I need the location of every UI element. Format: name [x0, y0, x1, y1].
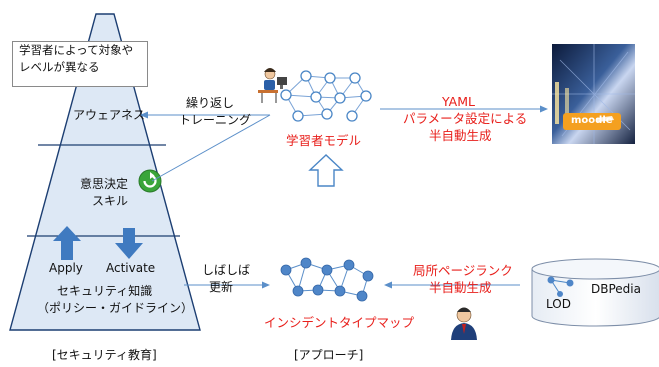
learner-at-desk-icon	[258, 68, 287, 103]
pagerank-label-2: 半自動生成	[429, 280, 492, 295]
security-knowledge-label-1: セキュリティ知識	[57, 284, 153, 298]
update-arrow	[184, 281, 270, 289]
cycle-green-icon	[138, 169, 162, 193]
decision-skill-label-2: スキル	[92, 194, 129, 208]
yaml-arrow	[380, 105, 548, 113]
awareness-label: アウェアネス	[73, 108, 146, 122]
activate-down-arrow-icon	[115, 228, 143, 259]
yaml-label-2: パラメータ設定による	[403, 111, 528, 126]
pagerank-label-1: 局所ページランク	[413, 263, 513, 278]
training-arrow	[140, 111, 270, 119]
yaml-label-3: 半自動生成	[429, 128, 492, 143]
note-line-1: 学習者によって対象や	[19, 43, 134, 57]
update-label-2: 更新	[209, 280, 234, 294]
note-line-2: レベルが異なる	[19, 60, 100, 74]
moodle-logo-text: moodle	[571, 115, 613, 126]
lod-label: LOD	[546, 297, 571, 311]
learner-model-label: 学習者モデル	[286, 133, 362, 148]
pagerank-arrow	[384, 281, 520, 289]
learner-model-network	[280, 70, 372, 122]
feedback-up-arrow-icon	[308, 154, 344, 187]
incident-map-label: インシデントタイプマップ	[264, 315, 415, 330]
apply-up-arrow-icon	[53, 226, 81, 260]
repeat-training-label-2: トレーニング	[179, 113, 252, 127]
cycle-to-model-line	[151, 114, 271, 182]
decision-skill-label-1: 意思決定	[80, 177, 129, 191]
user-avatar-icon	[451, 307, 477, 340]
dbpedia-label: DBPedia	[591, 282, 641, 296]
learner-varies-note-box: 学習者によって対象や レベルが異なる	[12, 41, 148, 87]
incident-type-map-network	[280, 257, 374, 302]
approach-caption: [アプローチ]	[294, 348, 364, 362]
activate-label: Activate	[106, 261, 156, 275]
apply-label: Apply	[49, 261, 83, 275]
security-education-pyramid	[9, 13, 201, 331]
moodle-screenshot	[552, 44, 635, 144]
security-education-caption: [セキュリティ教育]	[52, 348, 157, 362]
yaml-label-1: YAML	[442, 94, 475, 109]
security-knowledge-label-2: （ポリシー・ガイドライン）	[37, 301, 194, 315]
update-label-1: しばしば	[202, 263, 251, 277]
dbpedia-database-icon	[531, 258, 659, 327]
repeat-training-label-1: 繰り返し	[186, 96, 235, 110]
